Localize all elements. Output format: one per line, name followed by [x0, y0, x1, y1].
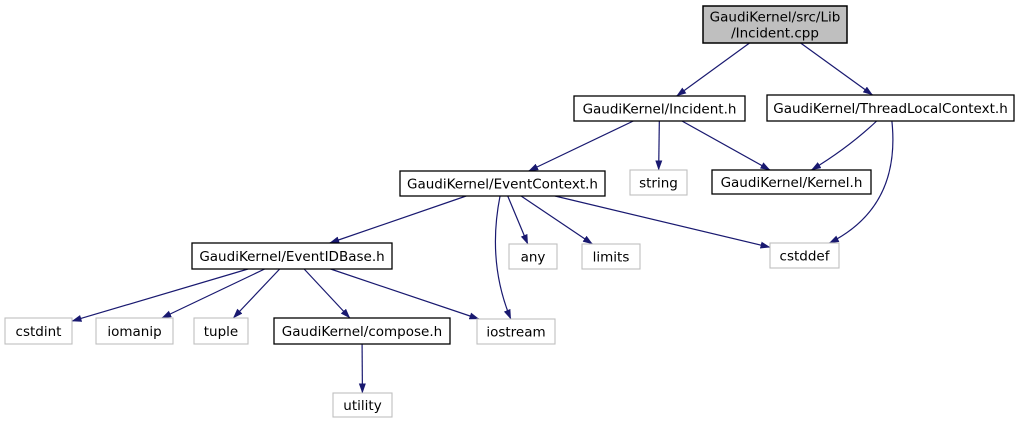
edge-eventcontext-to-eventidbase: [329, 195, 467, 244]
node-cstdint-box: [4, 317, 73, 345]
node-limits: limits: [581, 243, 641, 270]
node-cstdint: cstdint: [4, 317, 73, 345]
node-utility-box: [332, 392, 393, 418]
node-iomanip: iomanip: [95, 317, 174, 345]
node-tuple-label: tuple: [204, 324, 238, 340]
node-cstddef-label: cstddef: [780, 248, 831, 264]
edge-incident_h-to-kernel: [681, 120, 771, 171]
node-eventcontext-box[interactable]: [399, 170, 606, 197]
node-utility: utility: [332, 392, 393, 418]
edge-eventidbase-to-compose: [303, 268, 351, 319]
node-incident_cpp-box: [702, 5, 848, 44]
node-eventcontext-label: GaudiKernel/EventContext.h: [407, 176, 598, 192]
node-any: any: [508, 243, 558, 270]
node-eventidbase-label: GaudiKernel/EventIDBase.h: [199, 249, 384, 265]
node-cstdint-label: cstdint: [16, 324, 62, 340]
node-cstddef-box: [769, 242, 840, 269]
edge-eventidbase-to-iostream: [330, 268, 480, 320]
edge-eventidbase-to-iomanip: [161, 268, 265, 319]
edge-eventcontext-to-any: [507, 195, 529, 245]
edge-incident_cpp-to-threadlocal: [800, 42, 873, 96]
node-iostream-label: iostream: [486, 324, 545, 340]
edge-eventcontext-to-cstddef: [554, 195, 771, 249]
node-string: string: [629, 169, 688, 196]
edge-threadlocal-to-cstddef: [828, 120, 894, 244]
node-threadlocal-box[interactable]: [766, 94, 1015, 122]
edge-eventidbase-to-tuple: [232, 268, 281, 319]
node-eventidbase-box[interactable]: [191, 242, 393, 270]
edge-eventidbase-to-cstdint: [71, 268, 249, 322]
edge-incident_h-to-eventcontext: [528, 120, 634, 172]
node-any-box: [508, 243, 558, 270]
node-threadlocal[interactable]: GaudiKernel/ThreadLocalContext.h: [766, 94, 1015, 122]
node-incident_h[interactable]: GaudiKernel/Incident.h: [573, 95, 746, 122]
node-kernel[interactable]: GaudiKernel/Kernel.h: [711, 169, 872, 195]
node-tuple: tuple: [193, 317, 249, 345]
node-kernel-label: GaudiKernel/Kernel.h: [721, 175, 863, 191]
node-string-label: string: [639, 175, 678, 191]
node-iostream: iostream: [476, 318, 556, 345]
node-incident_cpp-label: GaudiKernel/src/Lib: [710, 9, 841, 25]
node-threadlocal-label: GaudiKernel/ThreadLocalContext.h: [773, 101, 1008, 117]
node-compose[interactable]: GaudiKernel/compose.h: [273, 317, 451, 345]
node-incident_h-label: GaudiKernel/Incident.h: [583, 101, 737, 117]
edge-incident_cpp-to-incident_h: [676, 42, 750, 97]
node-incident_cpp: GaudiKernel/src/Lib/Incident.cpp: [702, 5, 848, 44]
node-any-label: any: [521, 249, 546, 265]
edges-layer: [71, 42, 894, 394]
node-incident_h-box[interactable]: [573, 95, 746, 122]
edge-eventcontext-to-limits: [520, 195, 593, 245]
node-utility-label: utility: [343, 398, 381, 414]
node-kernel-box[interactable]: [711, 169, 872, 195]
node-compose-label: GaudiKernel/compose.h: [282, 324, 442, 340]
node-iostream-box: [476, 318, 556, 345]
edge-threadlocal-to-kernel: [811, 120, 878, 171]
node-eventcontext[interactable]: GaudiKernel/EventContext.h: [399, 170, 606, 197]
edge-incident_h-to-string: [655, 120, 663, 171]
node-cstddef: cstddef: [769, 242, 840, 269]
node-tuple-box: [193, 317, 249, 345]
node-limits-label: limits: [593, 249, 630, 265]
node-iomanip-box: [95, 317, 174, 345]
node-string-box: [629, 169, 688, 196]
nodes-layer: GaudiKernel/src/Lib/Incident.cppGaudiKer…: [4, 5, 1015, 418]
edge-eventcontext-to-iostream: [494, 195, 512, 320]
node-iomanip-label: iomanip: [107, 324, 161, 340]
node-incident_cpp-label: /Incident.cpp: [731, 25, 819, 41]
node-eventidbase[interactable]: GaudiKernel/EventIDBase.h: [191, 242, 393, 270]
node-limits-box: [581, 243, 641, 270]
node-compose-box[interactable]: [273, 317, 451, 345]
